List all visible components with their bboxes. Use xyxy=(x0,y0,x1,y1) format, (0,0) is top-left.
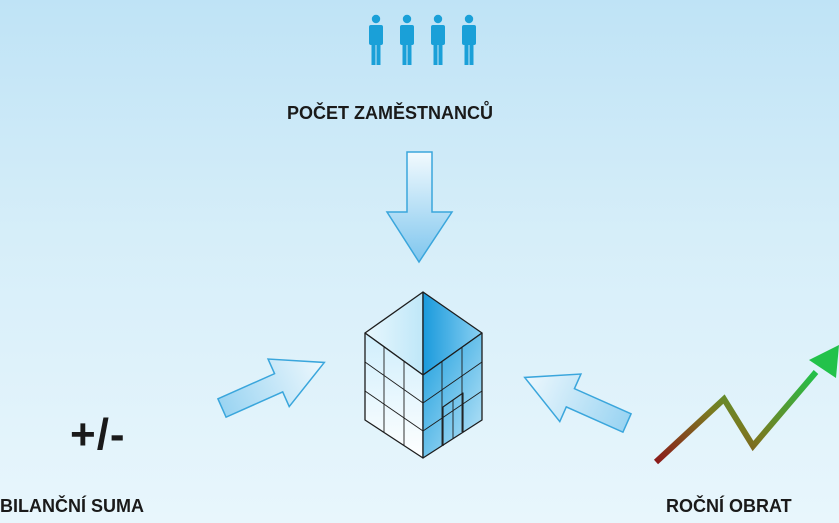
people-icon xyxy=(369,14,476,66)
balance-sheet-label: BILANČNÍ SUMA xyxy=(0,496,144,516)
plus-minus-symbol: +/- xyxy=(70,410,126,459)
employees-label: POČET ZAMĚSTNANCŮ xyxy=(287,103,493,123)
arrow-right-in xyxy=(523,373,633,434)
arrow-left-in xyxy=(216,358,326,419)
growth-arrow-icon xyxy=(653,345,839,465)
arrow-down xyxy=(385,151,454,264)
annual-turnover-label: ROČNÍ OBRAT xyxy=(666,496,792,516)
building-icon xyxy=(364,291,483,459)
